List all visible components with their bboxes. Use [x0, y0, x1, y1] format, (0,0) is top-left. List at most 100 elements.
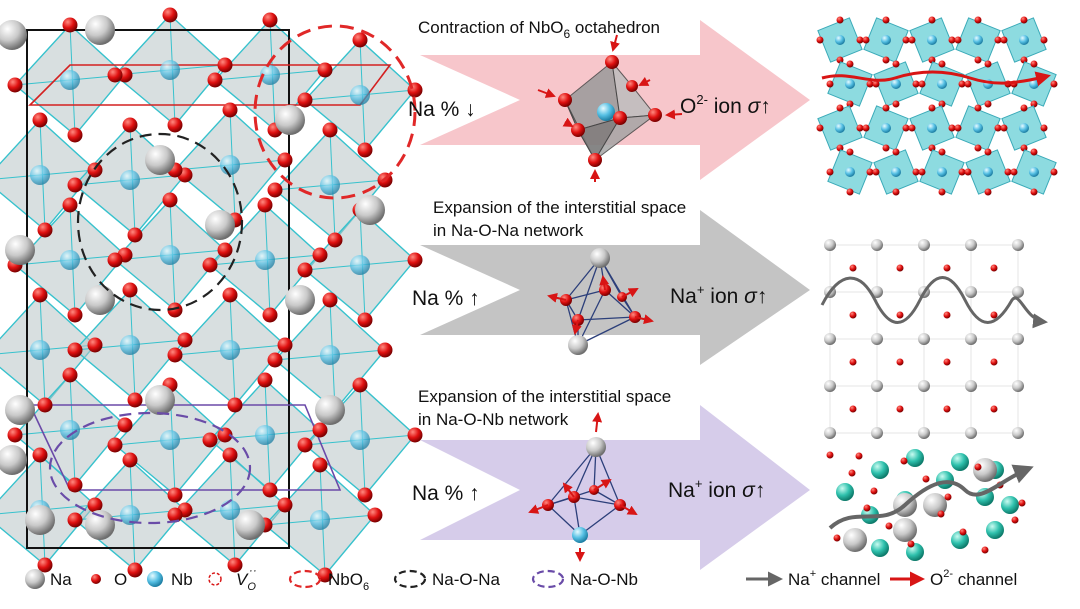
- nb-atom: [937, 167, 947, 177]
- o-atom: [826, 168, 834, 176]
- nb-atom: [835, 35, 845, 45]
- o-atom: [62, 197, 78, 213]
- nb-atom: [973, 35, 983, 45]
- legend-na-o-na-label: Na-O-Na: [432, 570, 501, 589]
- o-atom: [928, 144, 936, 152]
- o-atom: [1050, 168, 1058, 176]
- o-atom: [327, 232, 343, 248]
- o-atom: [1040, 124, 1048, 132]
- o-atom: [882, 104, 890, 112]
- o-atom: [943, 264, 951, 272]
- na-atom: [1012, 286, 1024, 298]
- nb-atom: [350, 255, 370, 275]
- o-atom: [67, 307, 83, 323]
- legend-na-channel-label: Na+ channel: [788, 568, 880, 589]
- row3-left-label: Na % ↑: [412, 482, 480, 505]
- o-atom: [262, 307, 278, 323]
- o-atom: [902, 124, 910, 132]
- o-atom: [912, 80, 920, 88]
- o-atom: [882, 16, 890, 24]
- o-atom: [974, 463, 982, 471]
- o-atom: [990, 311, 998, 319]
- legend-o-label: O: [114, 570, 127, 589]
- nb-atom: [986, 521, 1004, 539]
- nb-atom: [310, 510, 330, 530]
- o-atom: [32, 112, 48, 128]
- o-atom: [836, 56, 844, 64]
- o-atom: [87, 162, 103, 178]
- o-atom: [964, 168, 972, 176]
- o2-channel-path: [821, 70, 1051, 87]
- nb-atom: [881, 35, 891, 45]
- o-atom: [202, 432, 218, 448]
- o-atom: [227, 397, 243, 413]
- nb-atom: [120, 335, 140, 355]
- nb-atom: [160, 245, 180, 265]
- nb-atom: [1019, 35, 1029, 45]
- nb-atom: [60, 70, 80, 90]
- nb-atom: [1029, 167, 1039, 177]
- o-atom: [227, 557, 243, 573]
- o-atom: [981, 546, 989, 554]
- row3-arrow-shape: [420, 405, 810, 570]
- na-atom: [871, 333, 883, 345]
- o-atom: [1040, 36, 1048, 44]
- o-atom: [846, 60, 854, 68]
- na-atom: [965, 286, 977, 298]
- o-atom: [312, 247, 328, 263]
- na-atom: [918, 333, 930, 345]
- na-o-nb-network: [826, 449, 1026, 561]
- o-atom: [1010, 168, 1018, 176]
- o-atom: [943, 311, 951, 319]
- o-atom: [317, 62, 333, 78]
- na-atom: [1012, 333, 1024, 345]
- nb-atom: [30, 340, 50, 360]
- nb-atom: [891, 79, 901, 89]
- nb-atom: [983, 167, 993, 177]
- o-atom: [367, 507, 383, 523]
- o-atom: [856, 124, 864, 132]
- o-atom: [32, 287, 48, 303]
- legend-o-channel-label: O2- channel: [930, 568, 1017, 589]
- o-atom: [1020, 144, 1028, 152]
- o-atom: [958, 80, 966, 88]
- o-atom: [990, 358, 998, 366]
- o-atom: [943, 358, 951, 366]
- o-atom: [863, 504, 871, 512]
- o-atom: [866, 80, 874, 88]
- legend-nb-label: Nb: [171, 570, 193, 589]
- o-atom: [7, 77, 23, 93]
- legend-vacancy-swatch: [208, 572, 222, 586]
- o-atom: [882, 56, 890, 64]
- o-atom: [357, 312, 373, 328]
- o-atom: [846, 148, 854, 156]
- nb-atom: [320, 175, 340, 195]
- row1-right-label: O2- ion σ↑: [680, 92, 771, 118]
- o-atom: [948, 124, 956, 132]
- o-atom: [67, 127, 83, 143]
- o-atom: [297, 262, 313, 278]
- nb-atom: [255, 250, 275, 270]
- nb-atom: [255, 425, 275, 445]
- o-atom: [849, 264, 857, 272]
- na-atom: [85, 15, 115, 45]
- o-atom: [870, 487, 878, 495]
- o-atom: [107, 252, 123, 268]
- o-atom: [856, 36, 864, 44]
- nb-atom: [973, 123, 983, 133]
- o-atom: [322, 122, 338, 138]
- o-atom: [994, 36, 1002, 44]
- o-atom: [67, 477, 83, 493]
- na-channel-grid: [824, 239, 1024, 439]
- na-channel-path-mid: [820, 276, 1048, 329]
- row2-title-line2: in Na-O-Na network: [433, 221, 584, 240]
- o-atom: [849, 358, 857, 366]
- o-atom: [826, 451, 834, 459]
- nb-atom: [350, 85, 370, 105]
- na-atom: [1012, 427, 1024, 439]
- nb-atom: [951, 453, 969, 471]
- nb-atom: [320, 345, 340, 365]
- o-atom: [907, 540, 915, 548]
- nb-atom: [1019, 123, 1029, 133]
- o-atom: [959, 528, 967, 536]
